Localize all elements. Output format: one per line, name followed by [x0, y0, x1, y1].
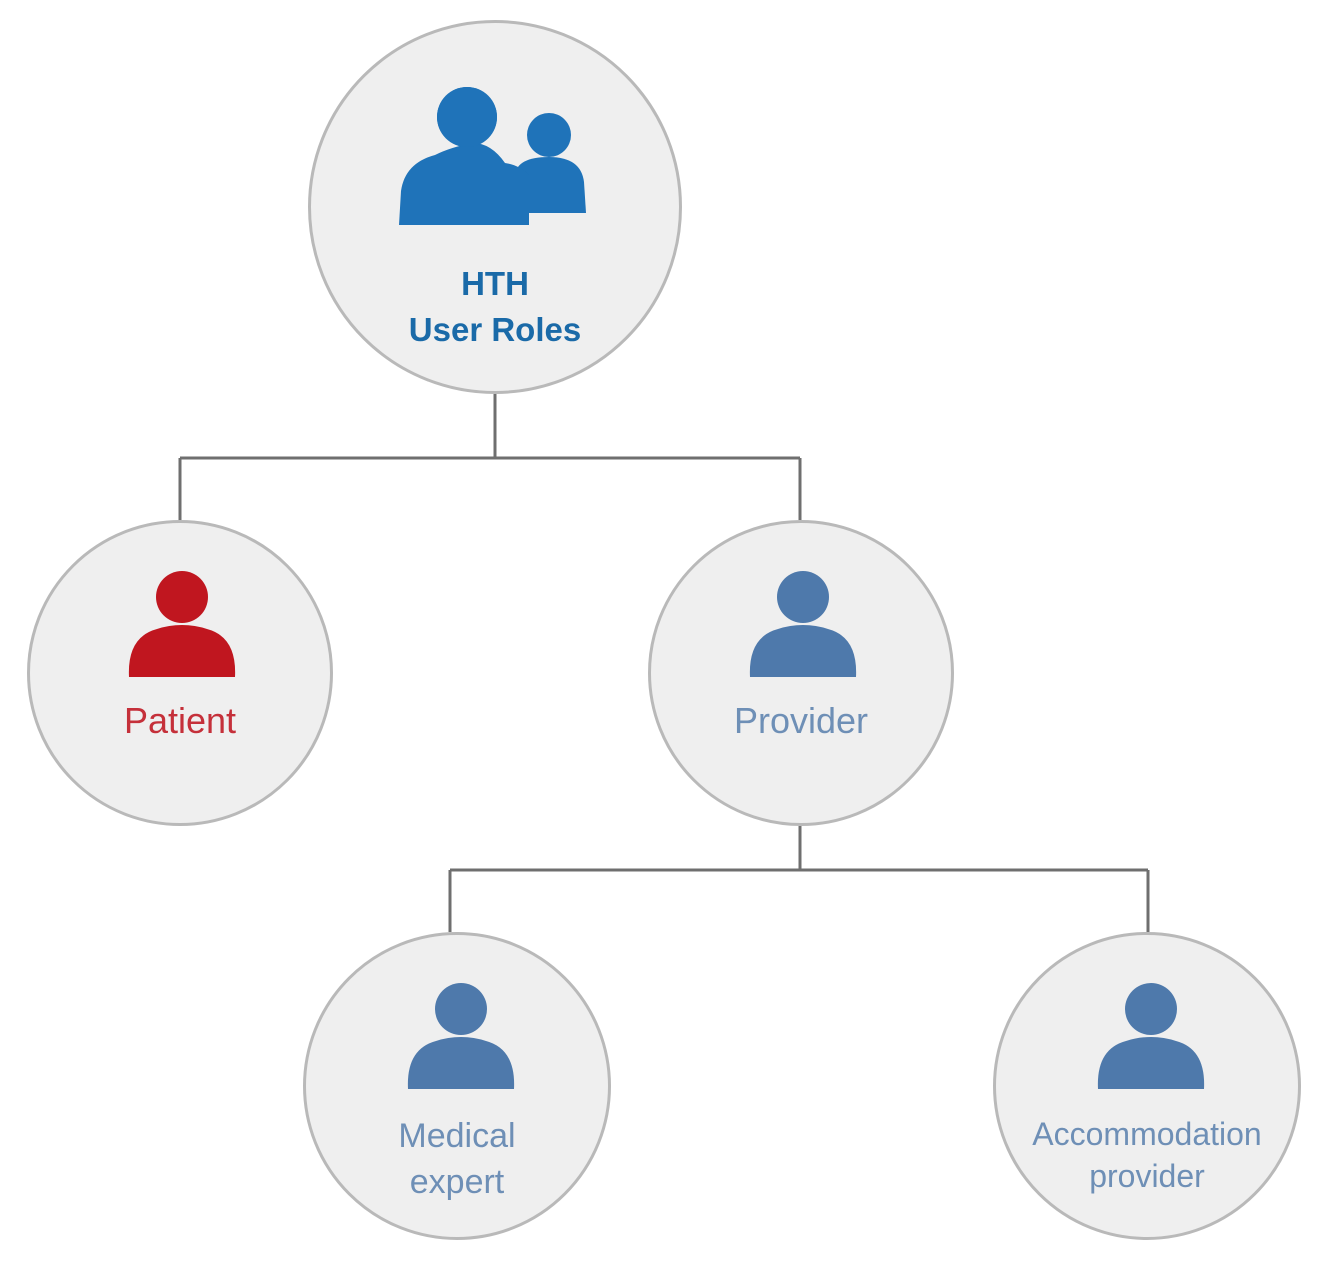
- patient-node: Patient: [27, 520, 333, 826]
- root-label-line-2: User Roles: [408, 311, 582, 348]
- root-label-line-1: HTH: [461, 265, 529, 302]
- patient-label: Patient: [123, 700, 237, 741]
- user-icon: [749, 571, 857, 677]
- user-icon: [128, 571, 236, 677]
- medical-expert-label: Medical expert: [306, 1113, 608, 1205]
- root-label: HTH User Roles: [311, 261, 679, 353]
- accommodation-provider-label-line-1: Accommodation: [1032, 1116, 1262, 1152]
- user-icon: [1097, 983, 1205, 1089]
- provider-label: Provider: [733, 700, 869, 741]
- root-node: HTH User Roles: [308, 20, 682, 394]
- user-icon: [407, 983, 515, 1089]
- medical-expert-node: Medical expert: [303, 932, 611, 1240]
- medical-expert-label-line-1: Medical: [398, 1117, 516, 1155]
- medical-expert-label-line-2: expert: [409, 1163, 505, 1201]
- provider-node: Provider: [648, 520, 954, 826]
- user-group-icon: [399, 87, 586, 225]
- accommodation-provider-node: Accommodation provider: [993, 932, 1301, 1240]
- accommodation-provider-label: Accommodation provider: [996, 1113, 1298, 1197]
- accommodation-provider-label-line-2: provider: [1089, 1158, 1205, 1194]
